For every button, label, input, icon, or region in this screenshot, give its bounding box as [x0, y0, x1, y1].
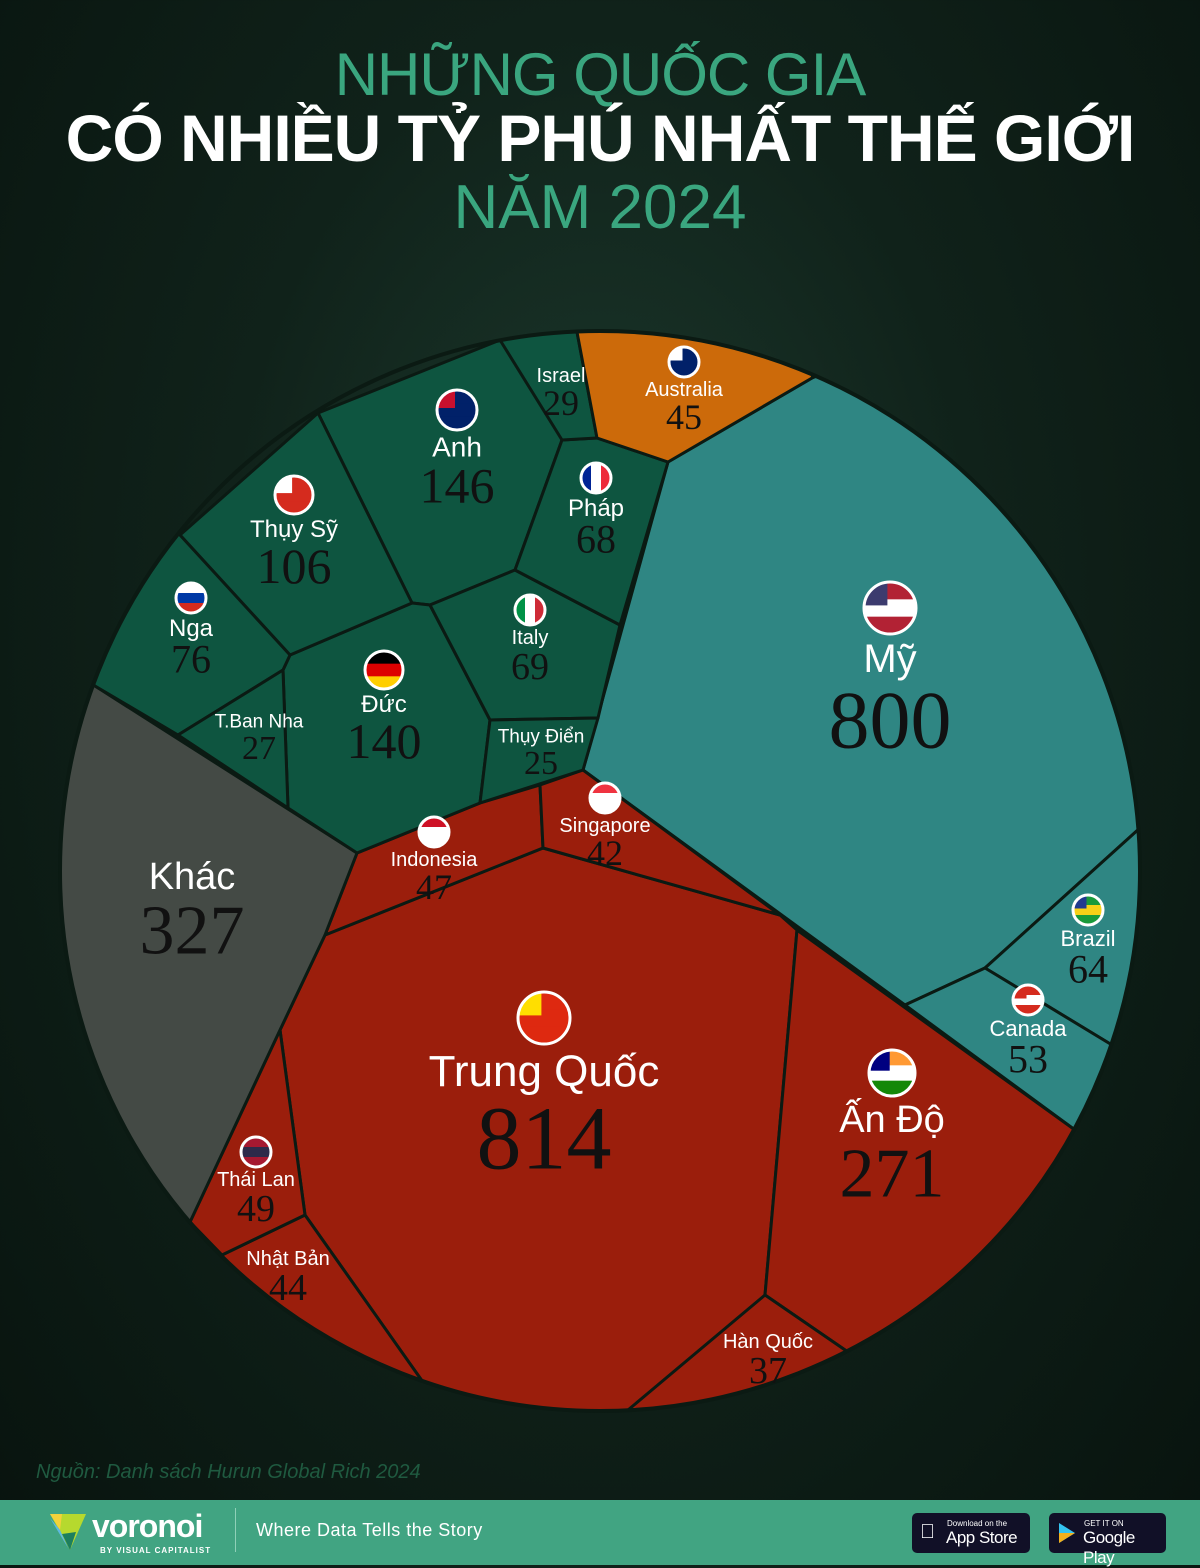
cell-value: 68 [576, 517, 616, 562]
cell-label: Nhật Bản [246, 1248, 329, 1270]
cell-label: Thái Lan [217, 1169, 295, 1191]
voronoi-logo-icon [50, 1514, 86, 1550]
cell-value: 44 [269, 1267, 307, 1309]
brazil-flag-icon [1071, 893, 1105, 927]
google-play-button[interactable]: GET IT ON Google Play [1049, 1513, 1166, 1567]
cell-label: Thụy Sỹ [250, 516, 338, 543]
brand-name: voronoi [92, 1508, 203, 1544]
australia-flag-icon [667, 345, 701, 379]
indonesia-flag-icon [417, 815, 451, 849]
cell-value: 76 [171, 637, 211, 682]
cell-label: Israel [537, 365, 586, 387]
cell-value: 271 [840, 1136, 945, 1213]
china-flag-icon [516, 990, 572, 1046]
cell-value: 27 [242, 730, 276, 767]
google-play-small: GET IT ON [1084, 1519, 1124, 1528]
cell-5 [626, 1293, 902, 1411]
cell-18 [176, 668, 290, 810]
us-flag-icon [862, 580, 918, 636]
cell-label: Brazil [1060, 926, 1115, 951]
cell-value: 106 [257, 538, 332, 594]
italy-flag-icon [513, 593, 547, 627]
title-line-2: CÓ NHIỀU TỶ PHÚ NHẤT THẾ GIỚI [65, 101, 1136, 175]
cell-label: Indonesia [391, 849, 479, 871]
cell-label: Pháp [568, 495, 624, 522]
uk-flag-icon [435, 388, 479, 432]
divider [235, 1508, 236, 1552]
cell-label: Hàn Quốc [723, 1331, 813, 1353]
cell-value: 53 [1008, 1037, 1048, 1082]
cell-label: Đức [361, 691, 406, 718]
tagline: Where Data Tells the Story [256, 1520, 483, 1540]
cell-label: Anh [432, 432, 482, 463]
cell-label: Nga [169, 615, 214, 642]
google-play-icon [1059, 1523, 1075, 1543]
cell-value: 45 [666, 397, 702, 437]
cell-value: 800 [829, 674, 952, 765]
india-flag-icon [867, 1048, 917, 1098]
cell-label: Thụy Điển [498, 727, 585, 748]
source-note: Nguồn: Danh sách Hurun Global Rich 2024 [36, 1461, 421, 1483]
cell-label: Mỹ [863, 637, 916, 681]
cell-value: 64 [1068, 947, 1108, 992]
cell-value: 69 [511, 646, 549, 688]
cell-label: Trung Quốc [429, 1047, 660, 1096]
title-line-1: NHỮNG QUỐC GIA [334, 41, 867, 108]
cell-value: 29 [543, 383, 579, 423]
cell-value: 42 [587, 833, 623, 873]
cell-15 [428, 568, 622, 722]
cell-label: Singapore [559, 815, 650, 837]
russia-flag-icon [174, 581, 208, 615]
france-flag-icon [579, 461, 613, 495]
app-store-label: App Store [946, 1528, 1018, 1547]
app-store-small: Download on the [947, 1519, 1008, 1528]
cell-label: T.Ban Nha [215, 712, 304, 733]
app-store-button[interactable]:  Download on the App Store [912, 1513, 1030, 1553]
cell-label: Australia [645, 379, 724, 401]
cell-19 [478, 716, 600, 805]
brand-sub: BY VISUAL CAPITALIST [100, 1546, 212, 1555]
cell-label: Khác [149, 856, 236, 898]
cell-value: 49 [237, 1188, 275, 1230]
germany-flag-icon [363, 649, 405, 691]
footer-bar: voronoi BY VISUAL CAPITALIST Where Data … [0, 1500, 1200, 1567]
canada-flag-icon [1011, 983, 1045, 1017]
cell-value: 47 [416, 867, 452, 907]
google-play-label: Google Play [1083, 1528, 1135, 1567]
cell-value: 146 [420, 458, 495, 514]
singapore-flag-icon [588, 781, 622, 815]
cell-value: 25 [524, 745, 558, 782]
cell-20 [575, 331, 852, 464]
cell-value: 37 [749, 1350, 787, 1392]
cell-value: 327 [140, 892, 245, 969]
cell-label: Canada [989, 1016, 1067, 1041]
apple-icon:  [920, 1521, 935, 1544]
cell-label: Ấn Độ [839, 1097, 945, 1141]
cell-value: 140 [347, 713, 422, 769]
title-line-3: NĂM 2024 [453, 173, 747, 242]
switzerland-flag-icon [273, 474, 315, 516]
cell-value: 814 [477, 1090, 612, 1189]
cell-label: Italy [512, 627, 549, 649]
thailand-flag-icon [239, 1135, 273, 1169]
